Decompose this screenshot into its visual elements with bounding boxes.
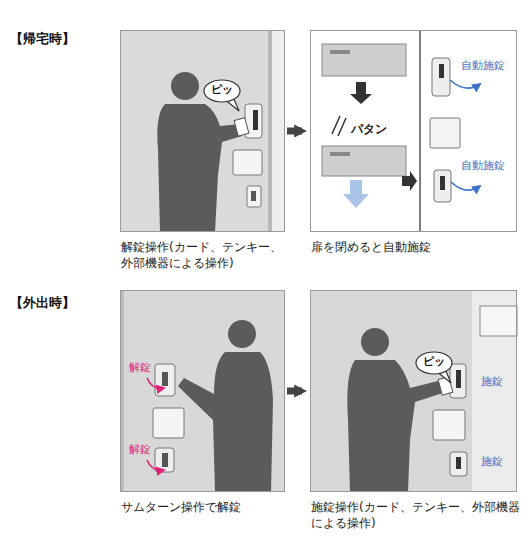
- panel-caption: サムターン操作で解錠: [121, 499, 293, 515]
- drawing-part: [147, 460, 164, 470]
- section-heading: 【帰宅時】: [10, 30, 75, 48]
- drawing-part: [438, 377, 453, 395]
- drawing-part: [247, 186, 261, 207]
- drawing-part: [155, 448, 174, 472]
- drawing-part: [178, 352, 273, 492]
- status-label: 施錠: [481, 375, 517, 390]
- auto-lock-scene: [322, 30, 480, 232]
- drawing-part: [450, 364, 466, 398]
- drawing-part: [430, 118, 460, 148]
- sound-text: ピッ: [203, 83, 241, 98]
- drawing-part: [147, 378, 164, 388]
- drawing-part: [234, 118, 249, 136]
- drawing-part: [402, 171, 417, 191]
- panel-caption: 施錠操作(カード、テンキー、外部機器による操作): [311, 499, 521, 531]
- drawing-part: [332, 116, 346, 136]
- drawing-part: [157, 104, 242, 232]
- drawing-part: [450, 80, 480, 88]
- going-out-lock-scene: [310, 290, 517, 492]
- drawing-part: [322, 146, 406, 176]
- drawing-part: [450, 452, 467, 476]
- drawing-part: [228, 320, 256, 348]
- drawing-part: [456, 370, 461, 388]
- drawing-part: [310, 290, 517, 492]
- going-out-unlock-scene: [120, 290, 285, 492]
- drawing-part: [433, 410, 465, 440]
- panel-caption: 解錠操作(カード、テンキー、外部機器による操作): [121, 239, 293, 271]
- status-label: 自動施錠: [461, 59, 521, 74]
- bubble-body: [204, 80, 240, 102]
- panel-caption: 扉を閉めると自動施錠: [311, 239, 518, 255]
- drawing-part: [153, 408, 184, 438]
- drawing-part: [439, 64, 444, 78]
- status-label: 施錠: [481, 455, 517, 470]
- scene-panel: ピッ解錠操作(カード、テンキー、外部機器による操作): [120, 30, 285, 232]
- drawing-part: [171, 72, 199, 100]
- drawing-part: [162, 453, 168, 467]
- drawing-part: [350, 82, 372, 104]
- flow-arrow: [287, 128, 302, 135]
- drawing-part: [434, 170, 451, 202]
- status-label: 解錠: [129, 443, 161, 458]
- speech-bubble: ピッ: [203, 79, 241, 103]
- drawing-part: [456, 457, 461, 469]
- drawing-part: [361, 328, 389, 356]
- drawing-part: [322, 44, 406, 76]
- drawing-part: [251, 191, 256, 201]
- home-unlock-scene: [120, 30, 285, 232]
- sound-text: パタン: [351, 121, 411, 137]
- status-label: 自動施錠: [461, 159, 521, 174]
- flow-arrow: [287, 388, 302, 395]
- status-label: 解錠: [129, 361, 161, 376]
- drawing-part: [432, 58, 450, 96]
- drawing-part: [155, 364, 175, 396]
- drawing-part: [343, 180, 369, 208]
- drawing-part: [440, 176, 445, 190]
- drawing-part: [272, 30, 285, 232]
- scene-panel: 扉を閉めると自動施錠パタン自動施錠自動施錠: [310, 30, 517, 232]
- drawing-part: [480, 306, 517, 336]
- drawing-part: [330, 152, 350, 156]
- drawing-part: [162, 372, 168, 386]
- drawing-part: [233, 150, 262, 175]
- speech-bubble: ピッ: [415, 351, 453, 375]
- drawing-part: [419, 30, 421, 232]
- bubble-body: [416, 352, 452, 374]
- drawing-part: [330, 50, 350, 54]
- section-heading: 【外出時】: [10, 294, 75, 312]
- drawing-part: [268, 30, 272, 232]
- sound-text: ピッ: [415, 355, 453, 370]
- drawing-part: [472, 290, 517, 492]
- drawing-part: [120, 290, 285, 492]
- drawing-part: [253, 110, 258, 130]
- drawing-part: [120, 30, 285, 232]
- drawing-part: [347, 360, 446, 492]
- drawing-part: [451, 182, 480, 190]
- scene-panel: サムターン操作で解錠解錠解錠: [120, 290, 285, 492]
- scene-panel: ピッ施錠操作(カード、テンキー、外部機器による操作)施錠施錠: [310, 290, 517, 492]
